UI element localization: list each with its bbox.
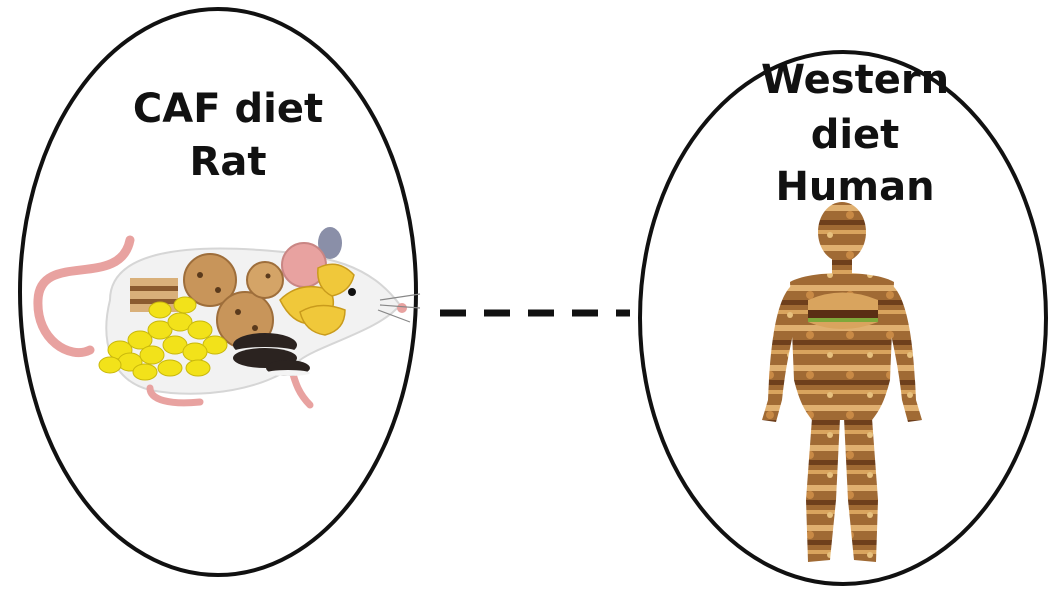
left-panel: CAF diet Rat [20,9,420,575]
right-title-line3: Human [775,164,934,210]
right-title-line2: diet [811,112,900,158]
human-head [818,202,866,262]
right-panel: Western diet Human [640,52,1046,584]
right-title-line1: Western [761,57,949,103]
rat-nose [397,303,407,313]
burger-accent [808,293,878,330]
rat-eye [348,288,356,296]
left-title-line1: CAF diet [133,86,323,132]
left-title-line2: Rat [190,139,267,185]
